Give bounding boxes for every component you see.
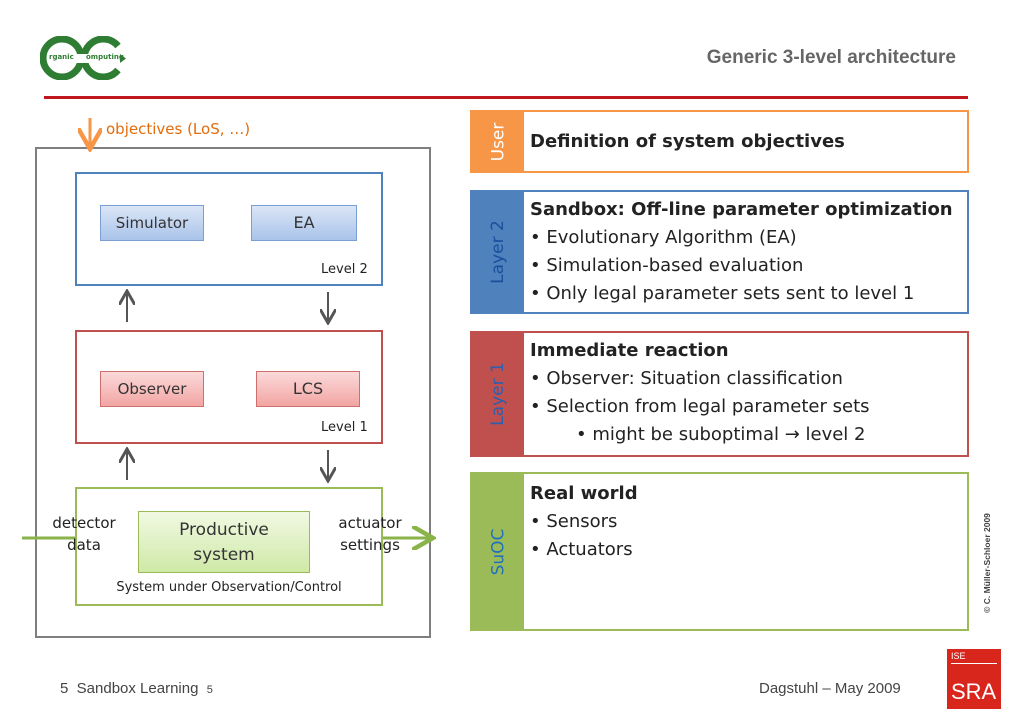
- productive-line2: system: [193, 545, 255, 565]
- architecture-frame: [35, 147, 431, 638]
- suoc-bullet-1: • Sensors: [530, 511, 618, 532]
- layer1-bullet-2: • Selection from legal parameter sets: [530, 396, 870, 417]
- page-number: 5: [206, 684, 213, 696]
- layer1-heading: Immediate reaction: [530, 340, 729, 361]
- layer1-subbullet: • might be suboptimal → level 2: [576, 424, 866, 445]
- suoc-bullet-2: • Actuators: [530, 539, 633, 560]
- detector-data-label: detector data: [44, 512, 124, 556]
- objectives-label: objectives (LoS, …): [106, 120, 251, 138]
- logo-text-computing: omputing: [86, 53, 124, 61]
- slide-title: Generic 3-level architecture: [706, 47, 956, 68]
- footer-section: 5 Sandbox Learning 5: [60, 680, 213, 697]
- sra-logo-text: SRA: [951, 679, 997, 704]
- layer2-text: Sandbox: Off-line parameter optimization…: [530, 196, 953, 308]
- header-rule: [44, 96, 968, 99]
- actuator-line1: actuator: [338, 514, 402, 532]
- logo-text-organic: rganic: [49, 53, 74, 61]
- suoc-heading: Real world: [530, 483, 638, 504]
- suoc-panel: SuOC Real world • Sensors • Actuators: [470, 472, 969, 631]
- ea-box: EA: [251, 205, 357, 241]
- layer2-bullet-2: • Simulation-based evaluation: [530, 255, 804, 276]
- productive-system-box: Productive system: [138, 511, 310, 573]
- layer1-tab: Layer 1: [472, 333, 524, 455]
- user-tab-label: User: [488, 122, 508, 161]
- suoc-tab: SuOC: [472, 474, 524, 629]
- layer2-bullet-3: • Only legal parameter sets sent to leve…: [530, 283, 915, 304]
- layer1-bullet-1: • Observer: Situation classification: [530, 368, 843, 389]
- user-heading: Definition of system objectives: [530, 128, 845, 156]
- layer1-text: Immediate reaction • Observer: Situation…: [530, 337, 870, 449]
- detector-line1: detector: [52, 514, 116, 532]
- suoc-text: Real world • Sensors • Actuators: [530, 480, 638, 564]
- layer2-tab: Layer 2: [472, 192, 524, 312]
- observer-box: Observer: [100, 371, 204, 407]
- actuator-line2: settings: [340, 536, 400, 554]
- suoc-caption: System under Observation/Control: [116, 580, 342, 595]
- sra-logo-top: ISE: [951, 651, 966, 661]
- organic-computing-logo: rganic omputing: [39, 35, 130, 81]
- lcs-box: LCS: [256, 371, 360, 407]
- sra-logo: ISE SRA: [947, 649, 1001, 709]
- layer2-bullet-1: • Evolutionary Algorithm (EA): [530, 227, 797, 248]
- copyright-notice: © C. Müller-Schloer 2009: [978, 500, 996, 625]
- suoc-tab-label: SuOC: [487, 528, 508, 575]
- user-tab: User: [472, 112, 524, 171]
- footer-event: Dagstuhl – May 2009: [759, 680, 901, 697]
- simulator-box: Simulator: [100, 205, 204, 241]
- user-panel: User Definition of system objectives: [470, 110, 969, 173]
- layer1-panel: Layer 1 Immediate reaction • Observer: S…: [470, 331, 969, 457]
- layer2-heading: Sandbox: Off-line parameter optimization: [530, 199, 953, 220]
- actuator-settings-label: actuator settings: [328, 512, 412, 556]
- layer1-tab-label: Layer 1: [488, 362, 508, 426]
- level1-label: Level 1: [321, 420, 368, 435]
- productive-line1: Productive: [179, 520, 269, 540]
- copyright-text: © C. Müller-Schloer 2009: [982, 512, 993, 613]
- layer2-panel: Layer 2 Sandbox: Off-line parameter opti…: [470, 190, 969, 314]
- level2-label: Level 2: [321, 262, 368, 277]
- user-heading-text: Definition of system objectives: [530, 131, 845, 152]
- footer-section-text: 5 Sandbox Learning: [60, 680, 199, 697]
- detector-line2: data: [67, 536, 101, 554]
- layer2-tab-label: Layer 2: [488, 220, 508, 284]
